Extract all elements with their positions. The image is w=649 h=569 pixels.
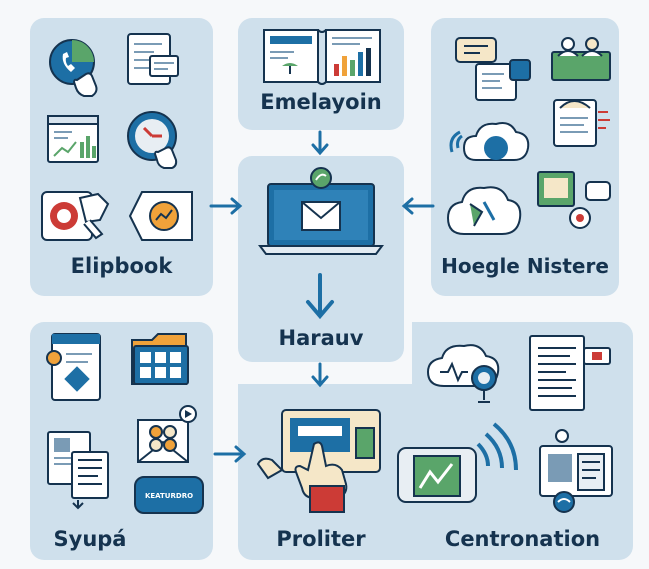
- wireless-chart-icon: [397, 422, 518, 503]
- arrow-syupa-to-proliter: [213, 445, 247, 463]
- arrow-left-to-center: [209, 197, 243, 215]
- people-board-icon: [551, 37, 611, 81]
- cloud-head-icon: [449, 122, 530, 161]
- tag-chart-icon: [128, 191, 193, 241]
- laptop-envelope-icon: [258, 167, 384, 255]
- arrow-top-center-to-center: [311, 130, 329, 156]
- arrow-center-down: [306, 273, 334, 320]
- folder-grid-icon: [131, 333, 189, 385]
- newspaper-icon: [47, 431, 109, 510]
- clock-touch-icon: [127, 111, 178, 169]
- badge-label: KEATURDRO: [144, 492, 194, 500]
- panel-label-hoegle-nistere: Hoegle Nistere: [441, 254, 609, 278]
- web-page-icon: [46, 333, 101, 401]
- arrow-right-to-center: [401, 197, 435, 215]
- document-sign-icon: [553, 99, 610, 147]
- phone-touch-icon: [49, 39, 98, 97]
- panel-label-proliter: Proliter: [276, 527, 366, 551]
- panel-label-centronation: Centronation: [444, 527, 601, 551]
- device-network-icon: [539, 429, 613, 513]
- panel-label-emelayoin: Emelayoin: [260, 90, 382, 114]
- puzzle-envelope-icon: [137, 405, 197, 463]
- dashboard-icon: [47, 115, 99, 163]
- panel-label-harauv: Harauv: [278, 326, 364, 350]
- cloud-brain-icon: [446, 186, 522, 235]
- browser-hand-icon: [41, 191, 110, 241]
- document-icon: [127, 33, 179, 85]
- report-icon: [529, 335, 611, 411]
- panel-label-syupa: Syupá: [53, 527, 127, 551]
- open-book-chart-icon: [263, 29, 381, 85]
- badge-icon: KEATURDRO: [134, 476, 204, 514]
- arrow-harauv-to-proliter: [311, 362, 329, 388]
- cloud-monitor-icon: [426, 344, 500, 403]
- chat-window-icon: [455, 37, 531, 101]
- panel-label-elipbook: Elipbook: [70, 254, 173, 278]
- slides-chat-icon: [537, 171, 611, 229]
- touch-screen-icon: [256, 409, 381, 513]
